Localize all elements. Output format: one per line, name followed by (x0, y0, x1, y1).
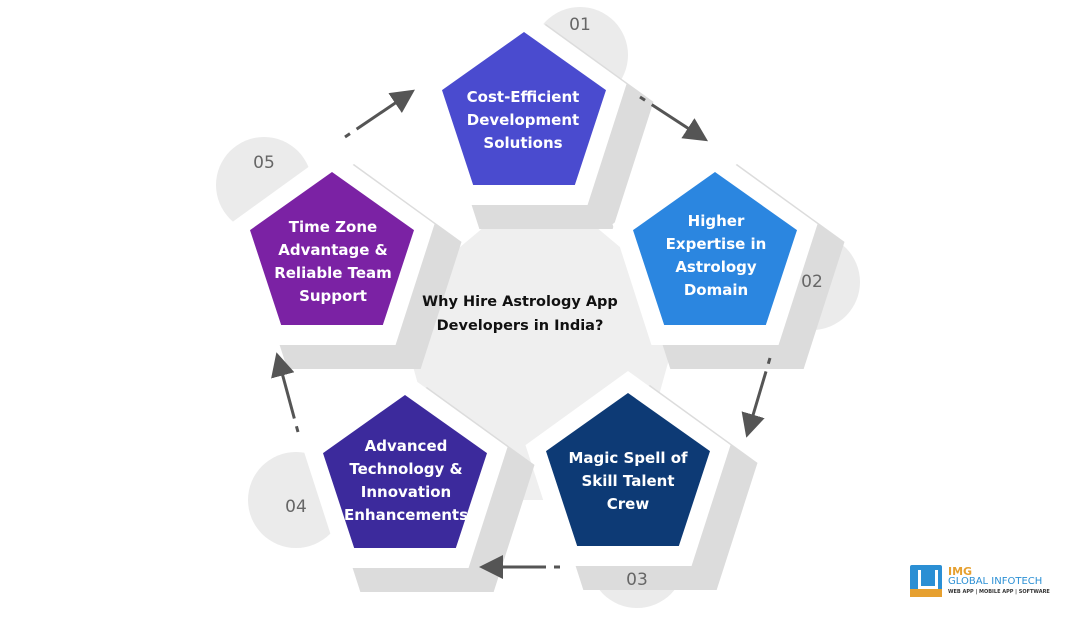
step-label-1: Cost-Efficient Development Solutions (466, 88, 580, 152)
step-label-3: Magic Spell of Skill Talent Crew (568, 449, 688, 513)
arrow-5 (271, 352, 300, 433)
step-number-1: 01 (569, 15, 591, 35)
pentagon-step-3 (546, 393, 710, 546)
pentagon-step-2 (633, 172, 797, 325)
logo-brand: IMG (948, 565, 973, 578)
pentagon-step-4 (323, 395, 487, 548)
logo-tagline: WEB APP | MOBILE APP | SOFTWARE (948, 589, 1050, 595)
pentagon-step-5 (250, 172, 414, 325)
step-number-2: 02 (801, 272, 823, 292)
step-number-4: 04 (285, 497, 307, 517)
logo-mark-icon (910, 565, 942, 597)
arrow-1 (344, 89, 415, 139)
step-label-4: Advanced Technology & Innovation Enhance… (343, 437, 469, 524)
step-label-2: Higher Expertise in Astrology Domain (665, 212, 767, 299)
arrow-3 (741, 357, 772, 438)
step-number-3: 03 (626, 570, 648, 590)
company-logo: IMG GLOBAL INFOTECH WEB APP | MOBILE APP… (910, 565, 1050, 601)
diagram-title: Why Hire Astrology App Developers in Ind… (422, 294, 618, 334)
step-label-5: Time Zone Advantage & Reliable Team Supp… (274, 218, 392, 305)
step-number-5: 05 (253, 153, 275, 173)
logo-name: GLOBAL INFOTECH (948, 576, 1043, 587)
arrow-2 (639, 95, 709, 142)
pentagon-step-1 (442, 32, 606, 185)
